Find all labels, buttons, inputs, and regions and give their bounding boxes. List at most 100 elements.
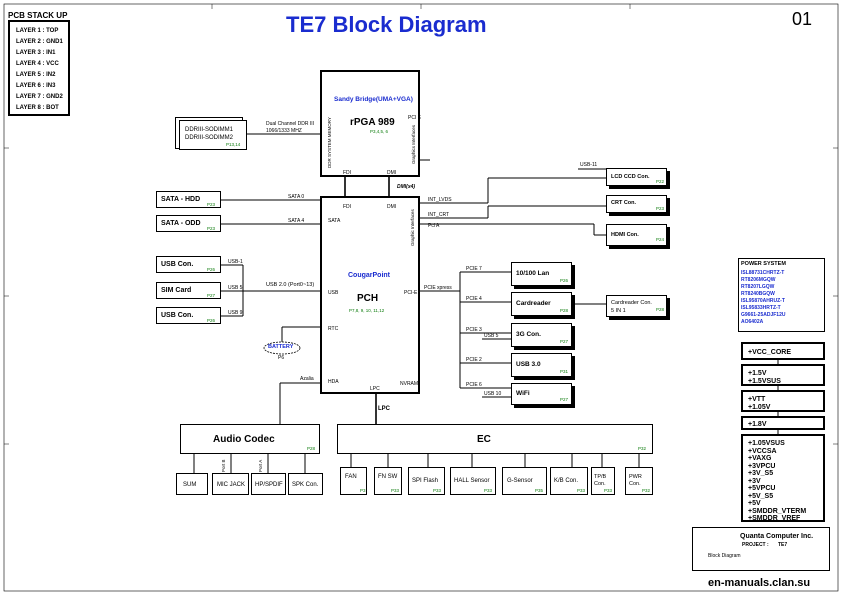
mic-jack-block[interactable]: MIC JACK: [212, 473, 249, 495]
rail-label: +3V: [748, 477, 761, 485]
kb-con-block[interactable]: K/B Con. P33: [550, 467, 588, 495]
title-block: [692, 527, 830, 571]
cardreader-con-block[interactable]: Cardreader Con. 5 IN 1 P28: [606, 295, 667, 317]
fn-sw-ref: P33: [391, 488, 400, 493]
pch-nvram-label: NVRAM: [400, 381, 419, 387]
fn-sw-label: FN SW: [378, 474, 398, 480]
usb3-ref: P31: [560, 369, 569, 374]
pcie2-bus: PCIE 2: [466, 357, 482, 363]
usb-con-2-label: USB Con.: [161, 312, 194, 319]
watermark-text: en-manuals.clan.su: [708, 577, 811, 589]
cardreader-con-label: Cardreader Con.: [611, 300, 652, 306]
battery-label: BATTERY: [268, 344, 294, 350]
pcie-express-label: PCIE xpress: [424, 285, 452, 291]
cpu-fdi-label: FDI: [343, 170, 352, 176]
rail-misc: +1.05VSUS +VCCSA +VAXG +3VPCU +3V_S5 +3V…: [741, 434, 825, 522]
usb1-bus: USB-1: [228, 259, 243, 265]
pcb-stack-box: LAYER 1 : TOP LAYER 2 : GND1 LAYER 3 : I…: [8, 20, 70, 116]
crt-con-label: CRT Con.: [611, 200, 637, 206]
sata-odd-label: SATA - ODD: [161, 220, 201, 227]
pch-lpc-label: LPC: [370, 386, 380, 392]
rail-label: +3VPCU: [748, 462, 776, 470]
cpu-block[interactable]: Sandy Bridge(UMA+VGA) rPGA 989 P3,4,5, 6…: [320, 70, 421, 177]
3g-con-block[interactable]: 3G Con. P27: [511, 323, 572, 347]
g-sensor-block[interactable]: G-Sensor P35: [502, 467, 547, 495]
usb-con-2-block[interactable]: USB Con. P26: [156, 307, 221, 324]
pwr-con-block[interactable]: PWR Con. P32: [625, 467, 653, 495]
pcie6-bus: PCIE 6: [466, 382, 482, 388]
sim-card-block[interactable]: SIM Card P27: [156, 282, 221, 299]
crt-con-block[interactable]: CRT Con. P23: [606, 195, 667, 213]
dimm-block[interactable]: DDRIII-SODIMM1 DDRIII-SODIMM2 P13,14: [175, 117, 247, 150]
sata-odd-block[interactable]: SATA - ODD P23: [156, 215, 221, 232]
sata-hdd-label: SATA - HDD: [161, 196, 201, 203]
usb-con-1-block[interactable]: USB Con. P26: [156, 256, 221, 273]
rail-label: +VCCSA: [748, 447, 777, 455]
lan-block[interactable]: 10/100 Lan P26: [511, 262, 572, 286]
sata4-bus: SATA 4: [288, 218, 305, 224]
pwr-con-ref: P32: [642, 488, 651, 493]
power-ic: AO6402A: [741, 319, 764, 325]
audio-codec-label: Audio Codec: [213, 434, 275, 445]
battery-ref: P6: [278, 355, 285, 361]
usb3-label: USB 3.0: [516, 361, 541, 368]
pch-fdi-label: FDI: [343, 204, 352, 210]
lcd-ccd-label: LCD CCD Con.: [611, 174, 650, 180]
fn-sw-block[interactable]: FN SW P33: [374, 467, 402, 495]
audio-codec-block[interactable]: Audio Codec P28: [180, 424, 320, 454]
rail-label: +1.05V: [748, 404, 771, 411]
rail-vcc-core: +VCC_CORE: [741, 342, 825, 360]
power-ic: ISL95870AHRUZ-T: [741, 298, 785, 304]
usb11-bus: USB-11: [580, 162, 598, 168]
tpb-con-ref: P33: [604, 488, 613, 493]
wifi-ref: P27: [560, 397, 569, 402]
company-name: Quanta Computer Inc.: [740, 533, 814, 540]
hdmi-con-block[interactable]: HDMI Con. P24: [606, 224, 667, 246]
power-ic: G9661-25ADJF12U: [741, 312, 786, 318]
spk-con-label: SPK Con.: [292, 482, 319, 488]
cpu-name: Sandy Bridge(UMA+VGA): [334, 96, 413, 103]
pch-label: PCH: [357, 293, 379, 304]
cpu-ref: P3,4,5, 6: [370, 129, 389, 134]
mic-jack-label: MIC JACK: [217, 482, 246, 488]
rail-label: +SMDDR_VTERM: [748, 507, 807, 515]
fan-block[interactable]: FAN P3: [340, 467, 367, 495]
lan-ref: P26: [560, 278, 569, 283]
wifi-block[interactable]: WiFi P27: [511, 383, 572, 405]
lcd-ccd-con-block[interactable]: LCD CCD Con. P22: [606, 168, 667, 186]
tpb-con-block[interactable]: TP/B Con. P33: [591, 467, 615, 495]
power-ic: ISL95833HRTZ-T: [741, 305, 781, 311]
cardreader-block[interactable]: Cardreader P28: [511, 292, 572, 316]
spi-flash-block[interactable]: SPI Flash P33: [408, 467, 445, 495]
rail-label: +VTT: [748, 396, 766, 403]
cpu-graphics-label: Graphics Interfaces: [411, 124, 416, 164]
sum-label: SUM: [183, 482, 197, 488]
cardreader-con-ref: P28: [656, 307, 665, 312]
usb-con-2-ref: P26: [207, 318, 216, 323]
ec-label: EC: [477, 434, 491, 445]
pch-block[interactable]: FDI DMI SATA CougarPoint PCH P7,8, 9, 10…: [320, 196, 439, 394]
sum-block[interactable]: SUM: [176, 473, 208, 495]
hall-sensor-block[interactable]: HALL Sensor P33: [450, 467, 496, 495]
usb9-bus: USB 9: [228, 310, 243, 316]
battery-outline: [263, 341, 301, 355]
ec-block[interactable]: EC P32: [337, 424, 653, 454]
usb3-block[interactable]: USB 3.0 P31: [511, 353, 572, 377]
sim-card-label: SIM Card: [161, 287, 192, 294]
sata-hdd-ref: P23: [207, 202, 216, 207]
page-title: TE7 Block Diagram: [286, 12, 487, 37]
power-ic: ISL88731CHRTZ-T: [741, 270, 785, 276]
3g-con-ref: P27: [560, 339, 569, 344]
hp-spdif-block[interactable]: HP/SPDIF: [251, 473, 286, 495]
sata-odd-ref: P23: [207, 226, 216, 231]
dimm-bus-label: Dual Channel DDR III: [266, 121, 315, 127]
spk-con-block[interactable]: SPK Con.: [288, 473, 323, 495]
lpc-bus-label: LPC: [378, 406, 390, 412]
pch-dmi-label: DMI: [387, 204, 397, 210]
sata-hdd-block[interactable]: SATA - HDD P23: [156, 191, 221, 208]
pch-graphic-label: Graphic Interfaces: [410, 209, 415, 246]
dimm-inner: DDRIII-SODIMM1 DDRIII-SODIMM2 P13,14: [179, 120, 247, 150]
power-ic: RT8207LGQW: [741, 284, 775, 290]
crt-con-ref: P23: [656, 206, 665, 211]
hdmi-con-ref: P24: [656, 237, 665, 242]
